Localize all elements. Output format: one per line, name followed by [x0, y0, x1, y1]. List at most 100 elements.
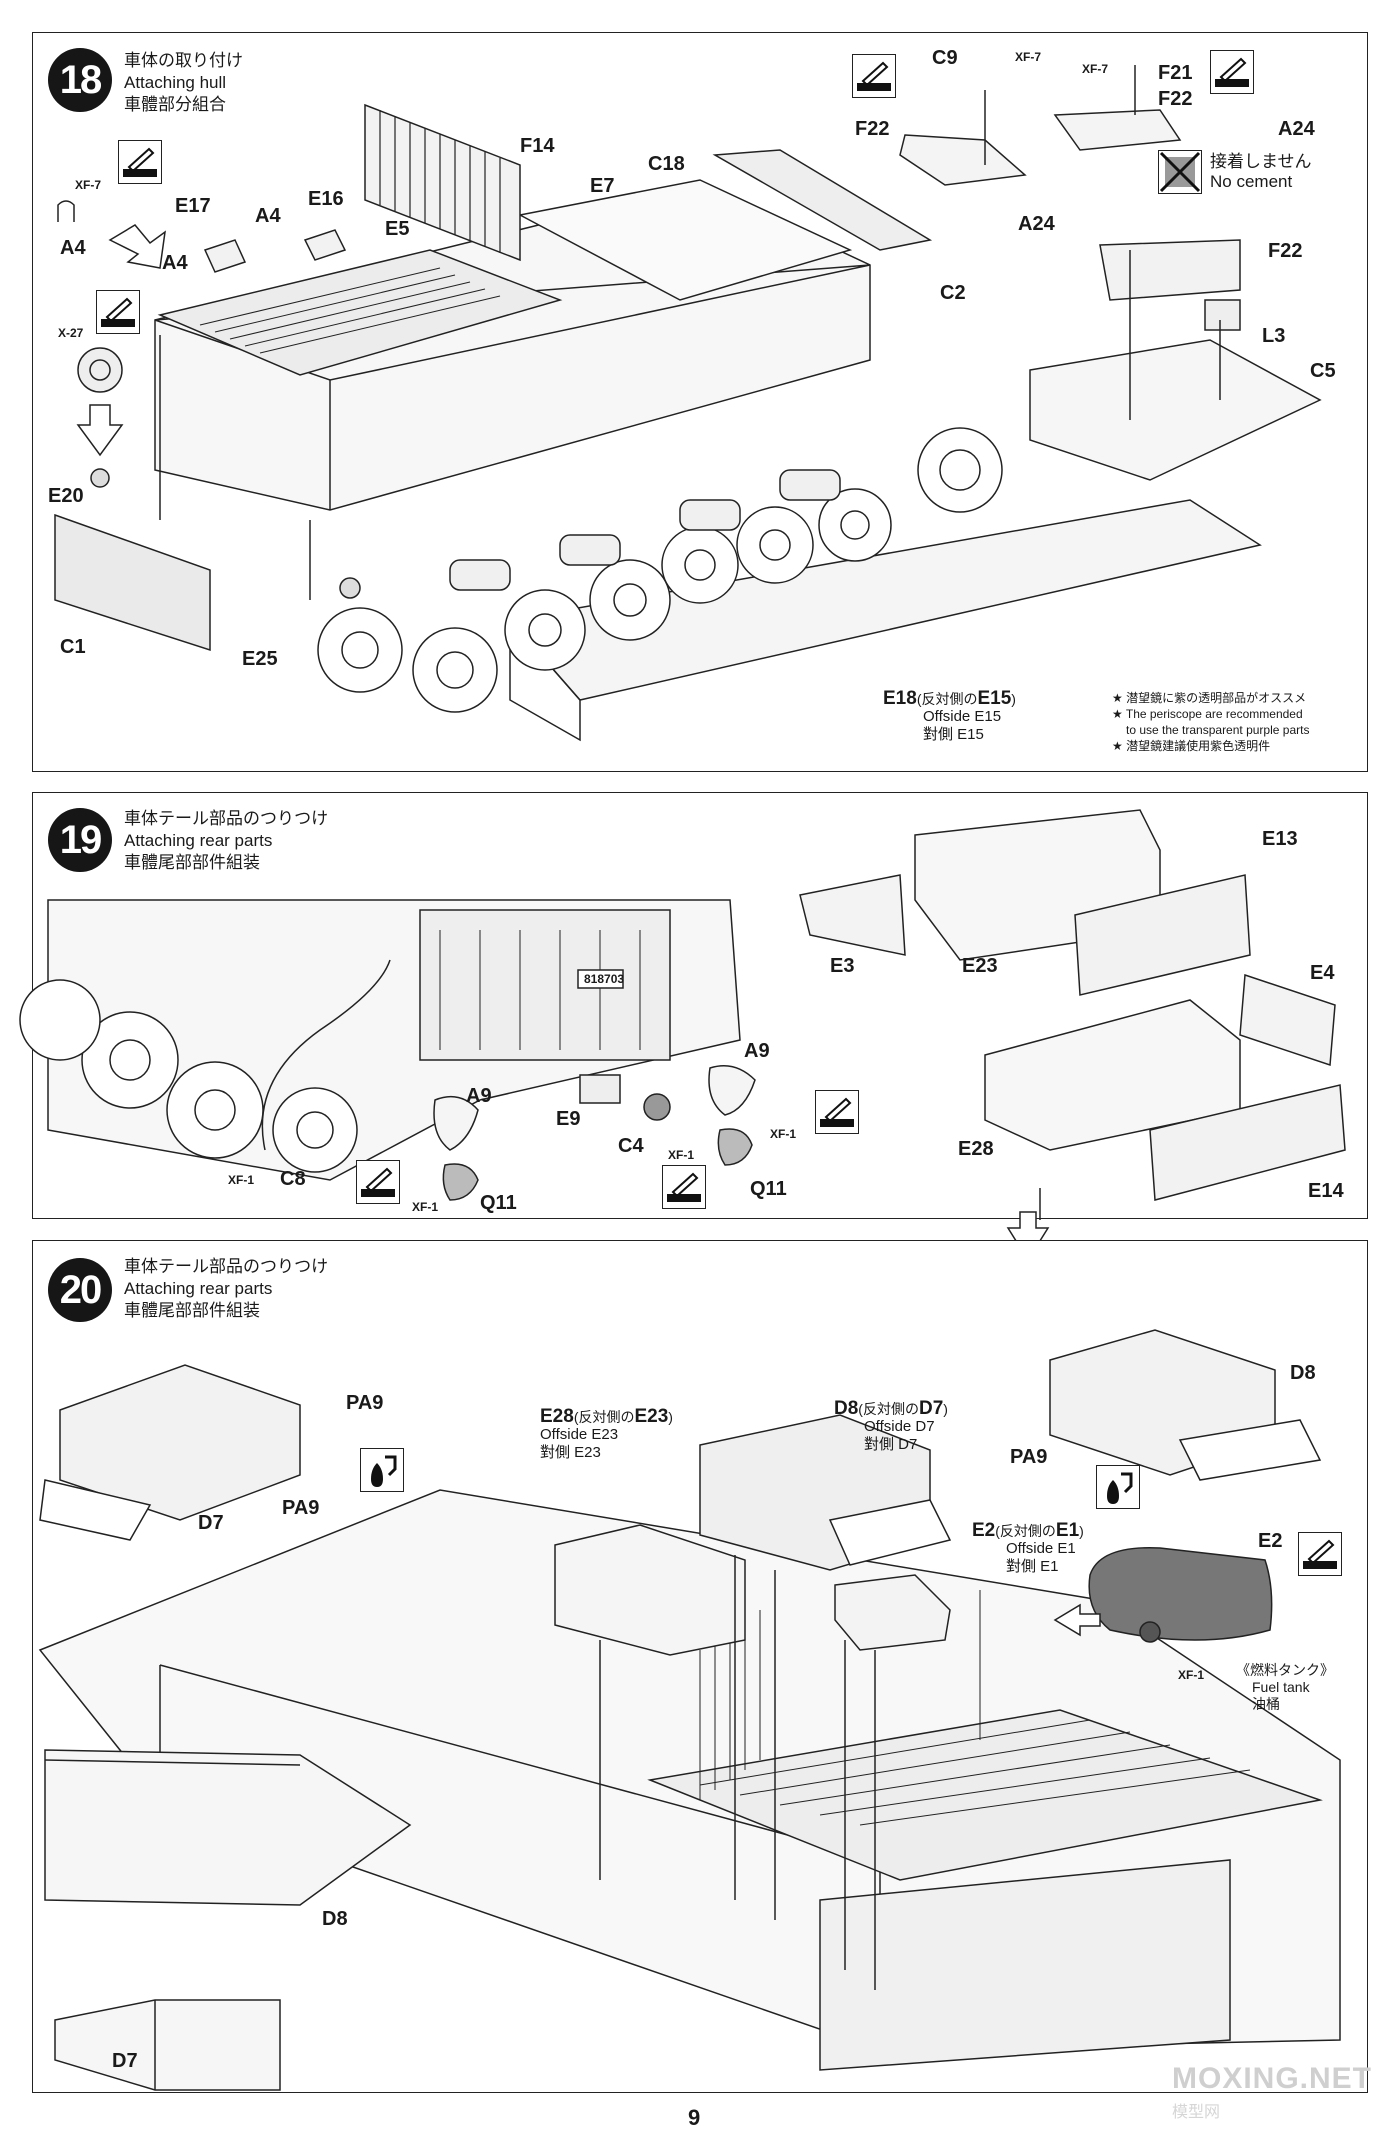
- step-18-title-en: Attaching hull: [124, 73, 227, 92]
- part-label: C4: [618, 1135, 644, 1157]
- brush-paint-icon: [356, 1160, 400, 1204]
- step-18-title-ja: 車体の取り付け: [124, 51, 243, 70]
- step-20-title-zh: 車體尾部部件組装: [124, 1301, 260, 1320]
- watermark: MOXING.NET: [1172, 2062, 1373, 2095]
- part-label: XF-1: [412, 1200, 439, 1214]
- part-label: E13: [1262, 828, 1298, 850]
- part-label: Q11: [750, 1178, 787, 1200]
- brush-paint-icon: [1210, 50, 1254, 94]
- e28-offside-note: E28(反対側のE23) Offside E23 對側 E23: [540, 1406, 673, 1462]
- part-label: E17: [175, 195, 211, 217]
- brush-paint-icon: [662, 1165, 706, 1209]
- step-20-number: 20: [48, 1258, 112, 1322]
- e2-paren: (反対側の: [995, 1523, 1056, 1539]
- part-label: F21: [1158, 62, 1193, 84]
- step-19-title-zh: 車體尾部部件組装: [124, 853, 260, 872]
- step-19-title-ja: 車体テール部品のつりつけ: [124, 809, 329, 828]
- part-label: E5: [385, 218, 410, 240]
- periscope-en-1: ★ The periscope are recommended: [1112, 707, 1303, 721]
- e28-offside-en: Offside E23: [540, 1426, 619, 1443]
- e18-offside-en: Offside E15: [923, 708, 1002, 725]
- plate-number: 818703: [584, 972, 625, 986]
- part-label: E25: [242, 648, 278, 670]
- part-label: A24: [1278, 118, 1315, 140]
- part-label: E7: [590, 175, 615, 197]
- part-label: E4: [1310, 962, 1335, 984]
- e2-offside-note: E2(反対側のE1) Offside E1 對側 E1: [972, 1520, 1084, 1576]
- part-label: A4: [255, 205, 281, 227]
- part-label: XF-1: [668, 1148, 695, 1162]
- brush-paint-icon: [118, 140, 162, 184]
- part-label: L3: [1262, 325, 1286, 347]
- e2-part: E2: [972, 1520, 996, 1541]
- e2-part2: E1: [1055, 1520, 1080, 1541]
- part-label: A4: [60, 237, 86, 259]
- part-label: XF-7: [75, 178, 102, 192]
- d8-part2: D7: [918, 1398, 944, 1419]
- part-label: C2: [940, 282, 966, 304]
- no-cement-ja: 接着しません: [1210, 152, 1312, 171]
- brush-paint-icon: [852, 54, 896, 98]
- step-20-title-ja: 車体テール部品のつりつけ: [124, 1257, 329, 1276]
- part-label: A9: [466, 1085, 492, 1107]
- e28-paren: (反対側の: [573, 1409, 635, 1425]
- brush-paint-icon: [1298, 1532, 1342, 1576]
- part-label: C1: [60, 636, 86, 658]
- step-20-title: 車体テール部品のつりつけ Attaching rear parts 車體尾部部件…: [124, 1256, 328, 1322]
- part-label: F22: [855, 118, 890, 140]
- e18-note-part: E15: [977, 688, 1012, 709]
- step-19-title: 車体テール部品のつりつけ Attaching rear parts 車體尾部部件…: [124, 808, 328, 874]
- step-18-title-zh: 車體部分組合: [124, 95, 226, 114]
- e28-close: ): [668, 1409, 673, 1425]
- no-cement-en: No cement: [1210, 172, 1293, 191]
- part-label: A4: [162, 252, 188, 274]
- part-label: XF-1: [1178, 1668, 1205, 1682]
- step-19-title-en: Attaching rear parts: [124, 831, 273, 850]
- e18-note-ja: (反対側の: [916, 691, 978, 707]
- d8-paren: (反対側の: [858, 1401, 919, 1417]
- part-label: F22: [1158, 88, 1193, 110]
- fuel-tank-note: 《燃料タンク》 Fuel tank 油桶: [1236, 1662, 1334, 1713]
- d8-offside-zh: 對側 D7: [864, 1436, 918, 1453]
- part-label: A24: [1018, 213, 1055, 235]
- e28-part2: E23: [634, 1406, 669, 1427]
- periscope-en-2: to use the transparent purple parts: [1126, 723, 1310, 737]
- part-label: X-27: [58, 326, 84, 340]
- e2-close: ): [1079, 1523, 1084, 1539]
- brush-paint-icon: [815, 1090, 859, 1134]
- brush-paint-icon: [96, 290, 140, 334]
- e2-offside-en: Offside E1: [1006, 1540, 1076, 1557]
- part-label: C9: [932, 47, 958, 69]
- part-label: E16: [308, 188, 344, 210]
- part-label: C5: [1310, 360, 1336, 382]
- e28-part: E28: [540, 1406, 574, 1427]
- part-label: C18: [648, 153, 685, 175]
- page-number: 9: [688, 2105, 701, 2130]
- part-label: D8: [322, 1908, 348, 1930]
- part-label: PA9: [346, 1392, 384, 1414]
- part-label: F22: [1268, 240, 1303, 262]
- part-label: E14: [1308, 1180, 1344, 1202]
- periscope-ja: ★ 潜望鏡に紫の透明部品がオススメ: [1112, 691, 1307, 705]
- step-19-number: 19: [48, 808, 112, 872]
- part-label: XF-7: [1082, 62, 1109, 76]
- part-label: C8: [280, 1168, 306, 1190]
- part-label: E20: [48, 485, 84, 507]
- watermark-sub: 模型网: [1172, 2104, 1221, 2121]
- e18-offside-zh: 對側 E15: [923, 726, 984, 743]
- no-cement-note: 接着しません No cement: [1210, 152, 1312, 192]
- d8-close: ): [943, 1401, 948, 1417]
- step-20-title-en: Attaching rear parts: [124, 1279, 273, 1298]
- no-cement-icon: [1158, 150, 1202, 194]
- part-label: D7: [198, 1512, 224, 1534]
- part-label: E23: [962, 955, 998, 977]
- e28-offside-zh: 對側 E23: [540, 1444, 601, 1461]
- part-label: D8: [1290, 1362, 1316, 1384]
- oil-drop-icon: [360, 1448, 404, 1492]
- part-label: XF-7: [1015, 50, 1042, 64]
- e18-offside-note: E18(反対側のE15) Offside E15 對側 E15: [883, 688, 1016, 744]
- part-label: PA9: [1010, 1446, 1048, 1468]
